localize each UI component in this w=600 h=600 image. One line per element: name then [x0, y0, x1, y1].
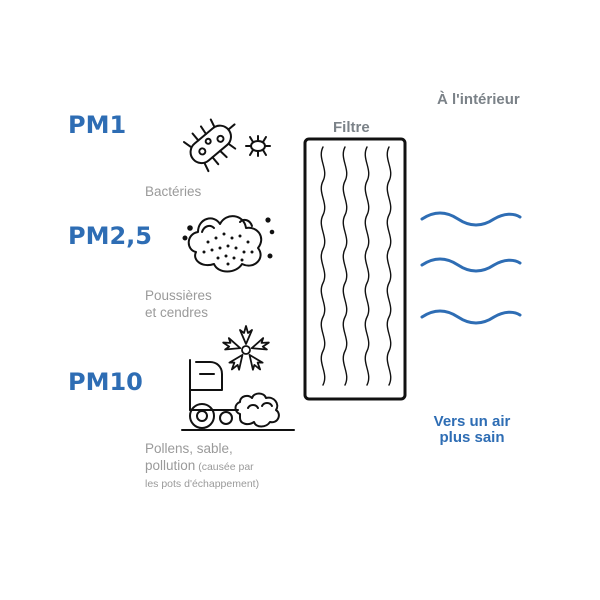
- pm25-label: PM2,5: [68, 222, 152, 250]
- air-wave-1: [420, 211, 522, 227]
- healthier-air-label: Vers un air plus sain: [412, 414, 532, 446]
- pollen-caption-line3: les pots d'échappement): [145, 477, 260, 490]
- air-wave-2: [420, 257, 522, 273]
- filter-label: Filtre: [333, 119, 370, 136]
- interior-label: À l'intérieur: [437, 91, 520, 108]
- dust-caption: Poussières et cendres: [145, 288, 212, 322]
- air-wave-3: [420, 309, 522, 325]
- pollen-caption-line2-small: (causée par: [195, 460, 254, 473]
- dust-caption-line1: Poussières: [145, 288, 212, 303]
- bacteria-caption: Bactéries: [145, 184, 202, 199]
- dust-caption-line2: et cendres: [145, 304, 209, 320]
- dust-cloud-icon: [182, 215, 275, 273]
- healthier-air-line1: Vers un air: [433, 413, 511, 430]
- pollen-flower-icon: [222, 325, 270, 371]
- pollen-caption-line1: Pollens, sable,: [145, 441, 233, 456]
- filter-icon: [303, 137, 407, 401]
- pollen-caption-line2: pollution: [145, 457, 196, 473]
- healthier-air-line2: plus sain: [439, 428, 505, 446]
- pm1-label: PM1: [68, 111, 127, 139]
- pm10-label: PM10: [68, 368, 143, 396]
- bacteria-icon: [182, 118, 271, 173]
- clean-air-waves-icon: [420, 211, 522, 325]
- exhaust-vehicle-icon: [181, 359, 295, 431]
- pollen-caption: Pollens, sable, pollution (causée par le…: [145, 441, 259, 492]
